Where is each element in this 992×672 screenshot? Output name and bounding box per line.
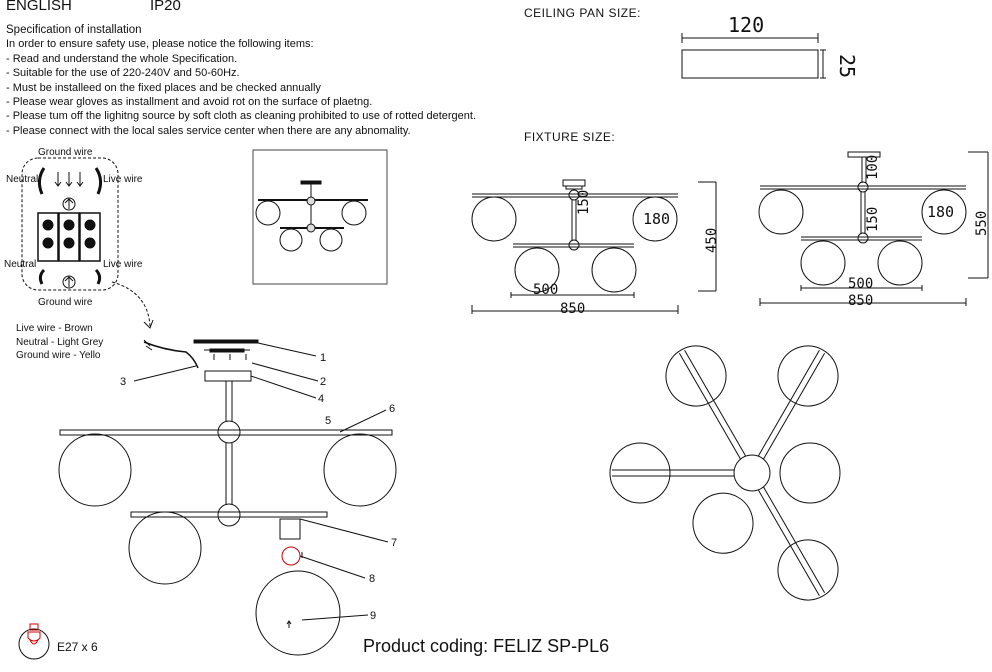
wire-legend: Live wire - Brown Neutral - Light Grey G…: [16, 322, 103, 363]
wiring-diagram: [21, 157, 199, 369]
spec-line: - Must be installeed on the fixed places…: [6, 81, 321, 94]
fixture-b-globe-diameter: 180: [927, 203, 954, 221]
live-wire-label-top: Live wire: [103, 174, 143, 185]
ceiling-pan-title: CEILING PAN SIZE:: [524, 6, 641, 20]
live-wire-label-bottom: Live wire: [103, 259, 143, 270]
spec-line: - Read and understand the whole Specific…: [6, 52, 238, 65]
wire-legend-neutral: Neutral - Light Grey: [16, 336, 104, 348]
neutral-label-bottom: Neutral: [4, 259, 37, 270]
fixture-a-stem-length: 150: [576, 190, 592, 215]
fixture-a-outer-width: 850: [560, 301, 585, 317]
fixture-a-globe-diameter: 180: [643, 210, 670, 228]
part-number: 7: [391, 537, 397, 549]
fixture-b-inner-width: 500: [848, 276, 873, 292]
fixture-b-top-stem-length: 100: [865, 155, 881, 180]
wire-legend-ground: Ground wire - Yello: [16, 350, 101, 361]
ceiling-pan-width: 120: [728, 13, 764, 37]
ceiling-pan-height: 25: [835, 54, 859, 78]
fixture-b-stem-length: 150: [865, 207, 881, 232]
spec-line: - Please connect with the local sales se…: [6, 124, 411, 137]
part-number: 5: [325, 415, 331, 427]
spec-line: - Please wear gloves as installment and …: [6, 96, 373, 109]
fixture-a-drawing: 500 850 180 150 450: [471, 179, 720, 317]
fixture-b-drawing: 500 850 180 150 100 550: [758, 151, 990, 309]
part-number: 3: [120, 376, 126, 388]
exploded-view: 1 2 3 4 5 6 7 8 9: [58, 339, 397, 656]
fixture-b-height: 550: [974, 211, 990, 236]
product-photo: [252, 149, 388, 285]
fixture-a-inner-width: 500: [533, 282, 558, 298]
ground-wire-label-bottom: Ground wire: [38, 297, 93, 308]
part-number: 9: [370, 610, 376, 622]
fixture-a-height: 450: [704, 228, 720, 253]
language-label: ENGLISH: [6, 0, 72, 14]
top-view-arm: [609, 442, 734, 504]
part-number: 6: [389, 403, 395, 415]
ground-wire-label-top: Ground wire: [38, 147, 93, 158]
spec-block: Specification of installation In order t…: [6, 24, 477, 138]
top-view-arm: [692, 492, 754, 554]
bulb-spec-label: E27 x 6: [57, 640, 98, 654]
top-view-arm: [757, 486, 839, 601]
spec-title: Specification of installation: [6, 24, 142, 36]
part-number: 2: [320, 376, 326, 388]
wire-legend-live: Live wire - Brown: [16, 323, 93, 334]
top-view-drawing: [609, 345, 841, 601]
product-code: Product coding: FELIZ SP-PL6: [363, 636, 610, 656]
part-number: 8: [369, 573, 375, 585]
fixture-b-outer-width: 850: [848, 293, 873, 309]
ceiling-pan-drawing: 120 25: [681, 13, 859, 79]
top-view-arm: [665, 345, 747, 460]
spec-line: - Please tum off the lighitng source by …: [6, 110, 477, 123]
spec-line: - Suitable for the use of 220-240V and 5…: [6, 67, 240, 80]
top-view-arm: [779, 442, 841, 504]
ip-rating: IP20: [150, 0, 181, 14]
part-number: 1: [320, 352, 326, 364]
part-number: 4: [318, 393, 324, 405]
fixture-size-title: FIXTURE SIZE:: [524, 130, 616, 144]
top-view-arm: [757, 345, 839, 460]
bulb-icon: [18, 623, 50, 660]
spec-line: In order to ensure safety use, please no…: [6, 38, 314, 51]
